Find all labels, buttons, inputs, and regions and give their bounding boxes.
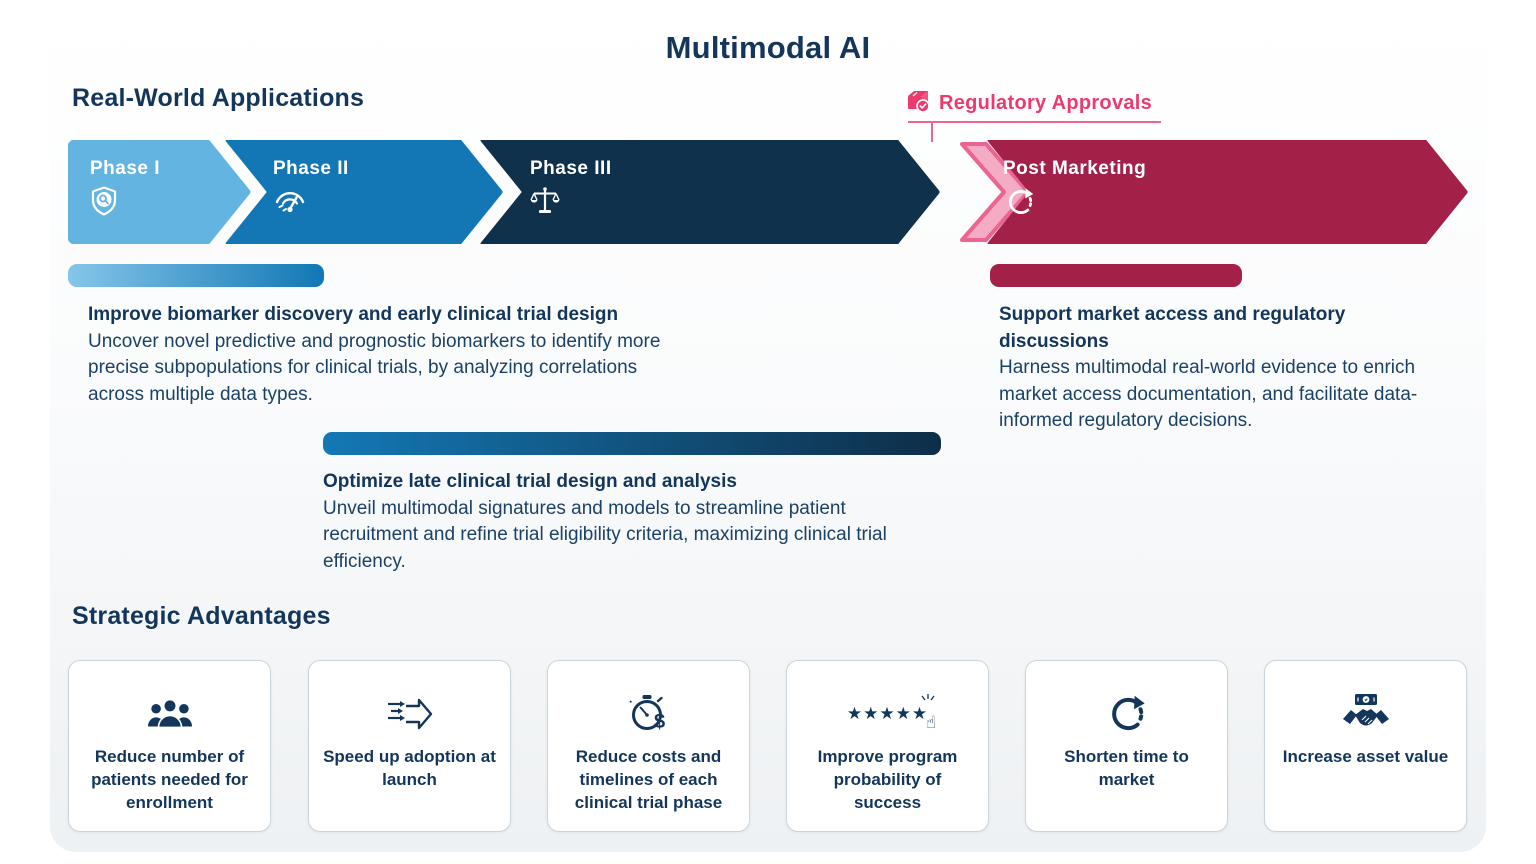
star-rating-click-icon: ★★★★★ ☝ — [846, 683, 936, 745]
application-3-block: Support market access and regulatory dis… — [999, 302, 1419, 435]
stopwatch-dollar-icon: $ — [627, 683, 671, 745]
package-check-icon — [905, 88, 931, 119]
post-marketing-arrow — [987, 140, 1468, 244]
applications-heading: Real-World Applications — [72, 84, 365, 112]
application-2-body: Unveil multimodal signatures and models … — [323, 497, 887, 572]
advantage-card-asset: Increase asset value — [1264, 660, 1467, 832]
application-2-block: Optimize late clinical trial design and … — [323, 469, 923, 575]
gauge-icon — [273, 188, 307, 221]
application-3-body: Harness multimodal real-world evidence t… — [999, 357, 1418, 431]
application-1-body: Uncover novel predictive and prognostic … — [88, 330, 661, 405]
advantage-card-enrollment: Reduce number of patients needed for enr… — [68, 660, 271, 832]
application-3-bar — [990, 264, 1242, 287]
phase-1-label: Phase I — [90, 158, 161, 179]
application-1-title: Improve biomarker discovery and early cl… — [88, 304, 619, 325]
application-2-bar — [323, 432, 941, 455]
click-rays-icon — [921, 694, 935, 701]
phase-3-arrow — [480, 140, 940, 244]
phase-3-label: Phase III — [530, 158, 612, 179]
advantage-card-costs: $ Reduce costs and timelines of each cli… — [547, 660, 750, 832]
advantage-label: Reduce costs and timelines of each clini… — [574, 747, 723, 812]
advantage-card-time: Shorten time to market — [1025, 660, 1228, 832]
shield-search-icon — [90, 186, 118, 221]
pointer-hand-icon: ☝ — [925, 713, 938, 732]
regulatory-approvals-label: Regulatory Approvals — [939, 92, 1153, 114]
regulatory-approvals-callout: Regulatory Approvals — [905, 88, 1161, 119]
handshake-money-icon — [1342, 683, 1390, 745]
advantage-label: Shorten time to market — [1064, 747, 1189, 789]
svg-text:$: $ — [654, 711, 665, 733]
advantage-label: Reduce number of patients needed for enr… — [91, 747, 248, 812]
phase-2-arrow — [225, 140, 503, 244]
application-3-title: Support market access and regulatory dis… — [999, 304, 1346, 352]
refresh-arrow-icon — [1107, 683, 1147, 745]
application-1-bar — [68, 264, 324, 287]
scales-icon — [530, 186, 560, 221]
advantage-card-adoption: Speed up adoption at launch — [308, 660, 511, 832]
page-title: Multimodal AI — [665, 30, 871, 65]
application-2-title: Optimize late clinical trial design and … — [323, 471, 737, 492]
users-icon — [147, 683, 193, 745]
regulatory-connector-line — [931, 122, 933, 142]
merge-arrows-icon — [386, 683, 434, 745]
advantage-label: Increase asset value — [1282, 747, 1449, 766]
advantage-label: Improve program probability of success — [817, 747, 958, 812]
advantage-card-success: ★★★★★ ☝ Improve program probability of s… — [786, 660, 989, 832]
refresh-icon — [1005, 187, 1035, 222]
post-marketing-label: Post Marketing — [1003, 158, 1147, 179]
advantage-label: Speed up adoption at launch — [323, 747, 496, 789]
phase-2-label: Phase II — [273, 158, 349, 179]
advantages-heading: Strategic Advantages — [72, 602, 331, 630]
application-1-block: Improve biomarker discovery and early cl… — [88, 302, 663, 408]
regulatory-underline — [908, 121, 1161, 123]
star-row: ★★★★★ — [846, 704, 929, 723]
